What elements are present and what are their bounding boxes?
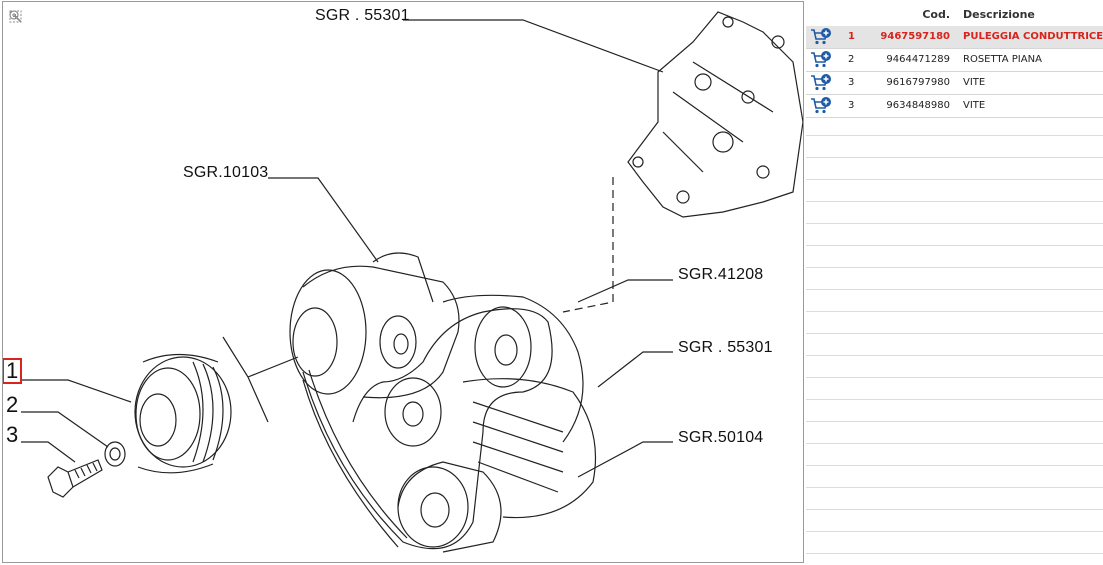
part-position: 1 <box>848 31 855 42</box>
position-label-1[interactable]: 1 <box>3 358 23 384</box>
leader-line <box>21 411 109 448</box>
cart-add-icon[interactable] <box>810 28 832 46</box>
part-code: 9467597180 <box>880 31 950 42</box>
callout-sgr-55301-top[interactable]: SGR . 55301 <box>315 7 410 24</box>
part-row[interactable]: 3 9634848980 VITE <box>806 95 1103 118</box>
part-code: 9616797980 <box>886 77 950 88</box>
zoom-out-icon[interactable] <box>9 10 23 62</box>
callout-sgr-10103[interactable]: SGR.10103 <box>183 164 269 181</box>
dashed-link <box>562 177 614 313</box>
position-label-2[interactable]: 2 <box>6 392 19 417</box>
leader-line <box>577 279 673 303</box>
diagram-drawing <box>21 11 803 553</box>
part-row[interactable]: 1 9467597180 PULEGGIA CONDUTTRICE <box>806 26 1103 49</box>
part-position: 2 <box>848 54 855 65</box>
part-1-pulley <box>134 356 232 468</box>
compressor-pulley <box>397 466 469 548</box>
assembly-bracket <box>222 336 299 423</box>
part-description: ROSETTA PIANA <box>963 54 1042 65</box>
part-code: 9634848980 <box>886 100 950 111</box>
leader-line <box>21 379 132 403</box>
cart-add-icon[interactable] <box>810 74 832 92</box>
leader-line <box>597 351 673 388</box>
mount-bracket <box>627 11 803 218</box>
leader-line <box>268 177 379 263</box>
parts-list-header: Cod. Descrizione <box>806 0 1103 26</box>
part-position: 3 <box>848 77 855 88</box>
cart-add-icon[interactable] <box>810 97 832 115</box>
position-label-3[interactable]: 3 <box>6 422 19 447</box>
idler-pulley <box>379 315 417 369</box>
callout-sgr-50104[interactable]: SGR.50104 <box>678 429 764 446</box>
callout-sgr-55301-mid[interactable]: SGR . 55301 <box>678 339 773 356</box>
zoom-in-icon[interactable] <box>9 10 23 43</box>
part-row[interactable]: 3 9616797980 VITE <box>806 72 1103 95</box>
alternator-pulley <box>384 377 442 447</box>
cart-add-icon[interactable] <box>810 51 832 69</box>
tensioner-pulley <box>474 306 532 388</box>
part-code: 9464471289 <box>886 54 950 65</box>
part-description: PULEGGIA CONDUTTRICE <box>963 31 1103 42</box>
column-header-description: Descrizione <box>963 8 1035 21</box>
leader-line <box>21 441 76 463</box>
drive-belt <box>302 308 553 550</box>
part-description: VITE <box>963 77 986 88</box>
pulley-large <box>289 269 367 395</box>
exploded-diagram[interactable]: SGR . 55301 SGR.10103 SGR.41208 SGR . 55… <box>2 1 804 563</box>
part-2-washer <box>104 441 126 467</box>
part-row[interactable]: 2 9464471289 ROSETTA PIANA <box>806 49 1103 72</box>
column-header-code: Cod. <box>922 8 950 21</box>
part-position: 3 <box>848 100 855 111</box>
zoom-toolbar <box>9 10 25 67</box>
callout-sgr-41208[interactable]: SGR.41208 <box>678 266 764 283</box>
part-description: VITE <box>963 100 986 111</box>
parts-list: Cod. Descrizione 1 9467597180 PULEGGIA C… <box>806 0 1103 565</box>
leader-line <box>403 19 664 73</box>
leader-line <box>577 441 673 478</box>
